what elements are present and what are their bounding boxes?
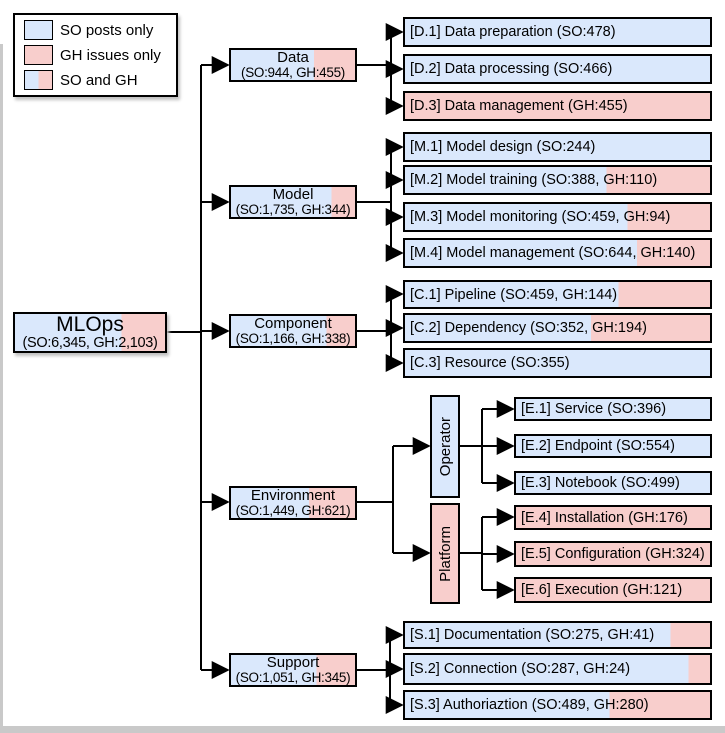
leaf-c1: [C.1] Pipeline (SO:459, GH:144) bbox=[403, 280, 712, 309]
leaf-d3-label: [D.3] Data management (GH:455) bbox=[410, 98, 628, 114]
node-support: Support (SO:1,051, GH:345) bbox=[229, 653, 357, 687]
node-data: Data (SO:944, GH:455) bbox=[229, 48, 357, 82]
node-mlops-counts: (SO:6,345, GH:2,103) bbox=[22, 334, 158, 351]
legend-item-both: SO and GH bbox=[24, 70, 176, 90]
leaf-m2-label: [M.2] Model training (SO:388, GH:110) bbox=[410, 172, 658, 188]
leaf-s1: [S.1] Documentation (SO:275, GH:41) bbox=[403, 621, 712, 649]
leaf-e5: [E.5] Configuration (GH:324) bbox=[514, 541, 712, 567]
leaf-s3: [S.3] Authoriaztion (SO:489, GH:280) bbox=[403, 690, 712, 720]
leaf-e6-label: [E.6] Execution (GH:121) bbox=[521, 582, 683, 598]
leaf-d3: [D.3] Data management (GH:455) bbox=[403, 91, 712, 121]
leaf-e2: [E.2] Endpoint (SO:554) bbox=[514, 434, 712, 458]
leaf-m2: [M.2] Model training (SO:388, GH:110) bbox=[403, 165, 712, 195]
node-model: Model (SO:1,735, GH:344) bbox=[229, 185, 357, 219]
page-edge-left bbox=[0, 44, 3, 733]
leaf-d1: [D.1] Data preparation (SO:478) bbox=[403, 17, 712, 47]
legend: SO posts only GH issues only SO and GH bbox=[13, 13, 178, 97]
node-model-counts: (SO:1,735, GH:344) bbox=[235, 201, 351, 217]
node-environment-title: Environment bbox=[250, 486, 336, 504]
node-mlops: MLOps (SO:6,345, GH:2,103) bbox=[13, 312, 167, 353]
leaf-s3-label: [S.3] Authoriaztion (SO:489, GH:280) bbox=[410, 697, 649, 713]
node-environment: Environment (SO:1,449, GH:621) bbox=[229, 486, 357, 520]
node-data-counts: (SO:944, GH:455) bbox=[241, 64, 345, 80]
leaf-d2-label: [D.2] Data processing (SO:466) bbox=[410, 61, 613, 77]
leaf-c3: [C.3] Resource (SO:355) bbox=[403, 348, 712, 378]
node-support-title: Support bbox=[266, 653, 320, 671]
node-mlops-title: MLOps bbox=[56, 312, 124, 336]
leaf-e3: [E.3] Notebook (SO:499) bbox=[514, 471, 712, 495]
legend-both-label: SO and GH bbox=[60, 71, 138, 89]
leaf-e5-label: [E.5] Configuration (GH:324) bbox=[521, 546, 705, 562]
leaf-s1-label: [S.1] Documentation (SO:275, GH:41) bbox=[410, 627, 655, 643]
so-swatch-icon bbox=[24, 20, 53, 40]
gh-swatch-icon bbox=[24, 45, 53, 65]
leaf-m3: [M.3] Model monitoring (SO:459, GH:94) bbox=[403, 202, 712, 232]
leaf-c2: [C.2] Dependency (SO:352, GH:194) bbox=[403, 313, 712, 343]
leaf-e1-label: [E.1] Service (SO:396) bbox=[521, 401, 667, 417]
leaf-e3-label: [E.3] Notebook (SO:499) bbox=[521, 475, 680, 491]
node-model-title: Model bbox=[272, 185, 314, 203]
leaf-e1: [E.1] Service (SO:396) bbox=[514, 397, 712, 421]
leaf-s2: [S.2] Connection (SO:287, GH:24) bbox=[403, 653, 712, 685]
leaf-m4-label: [M.4] Model management (SO:644, GH:140) bbox=[410, 245, 696, 261]
leaf-e2-label: [E.2] Endpoint (SO:554) bbox=[521, 438, 675, 454]
node-component-counts: (SO:1,166, GH:338) bbox=[235, 330, 351, 346]
leaf-d2: [D.2] Data processing (SO:466) bbox=[403, 54, 712, 84]
node-operator: Operator bbox=[430, 395, 460, 498]
page-edge-bottom bbox=[0, 726, 725, 733]
leaf-m1: [M.1] Model design (SO:244) bbox=[403, 132, 712, 162]
node-data-title: Data bbox=[277, 48, 309, 66]
node-platform-title: Platform bbox=[436, 525, 454, 582]
legend-item-gh: GH issues only bbox=[24, 45, 176, 65]
node-platform: Platform bbox=[430, 503, 460, 604]
leaf-m3-label: [M.3] Model monitoring (SO:459, GH:94) bbox=[410, 209, 671, 225]
leaf-e6: [E.6] Execution (GH:121) bbox=[514, 577, 712, 603]
leaf-e4: [E.4] Installation (GH:176) bbox=[514, 505, 712, 530]
leaf-m1-label: [M.1] Model design (SO:244) bbox=[410, 139, 596, 155]
leaf-c3-label: [C.3] Resource (SO:355) bbox=[410, 355, 570, 371]
leaf-m4: [M.4] Model management (SO:644, GH:140) bbox=[403, 238, 712, 268]
leaf-c1-label: [C.1] Pipeline (SO:459, GH:144) bbox=[410, 286, 618, 303]
node-operator-title: Operator bbox=[436, 416, 454, 477]
node-component-title: Component bbox=[254, 314, 332, 332]
legend-gh-label: GH issues only bbox=[60, 46, 161, 64]
leaf-s2-label: [S.2] Connection (SO:287, GH:24) bbox=[410, 661, 631, 677]
node-component: Component (SO:1,166, GH:338) bbox=[229, 314, 357, 348]
legend-so-label: SO posts only bbox=[60, 21, 154, 39]
leaf-c2-label: [C.2] Dependency (SO:352, GH:194) bbox=[410, 320, 647, 336]
leaf-d1-label: [D.1] Data preparation (SO:478) bbox=[410, 24, 616, 40]
so-and-gh-swatch-icon bbox=[24, 70, 53, 90]
legend-item-so: SO posts only bbox=[24, 20, 176, 40]
node-environment-counts: (SO:1,449, GH:621) bbox=[235, 502, 351, 518]
leaf-e4-label: [E.4] Installation (GH:176) bbox=[521, 509, 688, 526]
node-support-counts: (SO:1,051, GH:345) bbox=[235, 669, 351, 685]
